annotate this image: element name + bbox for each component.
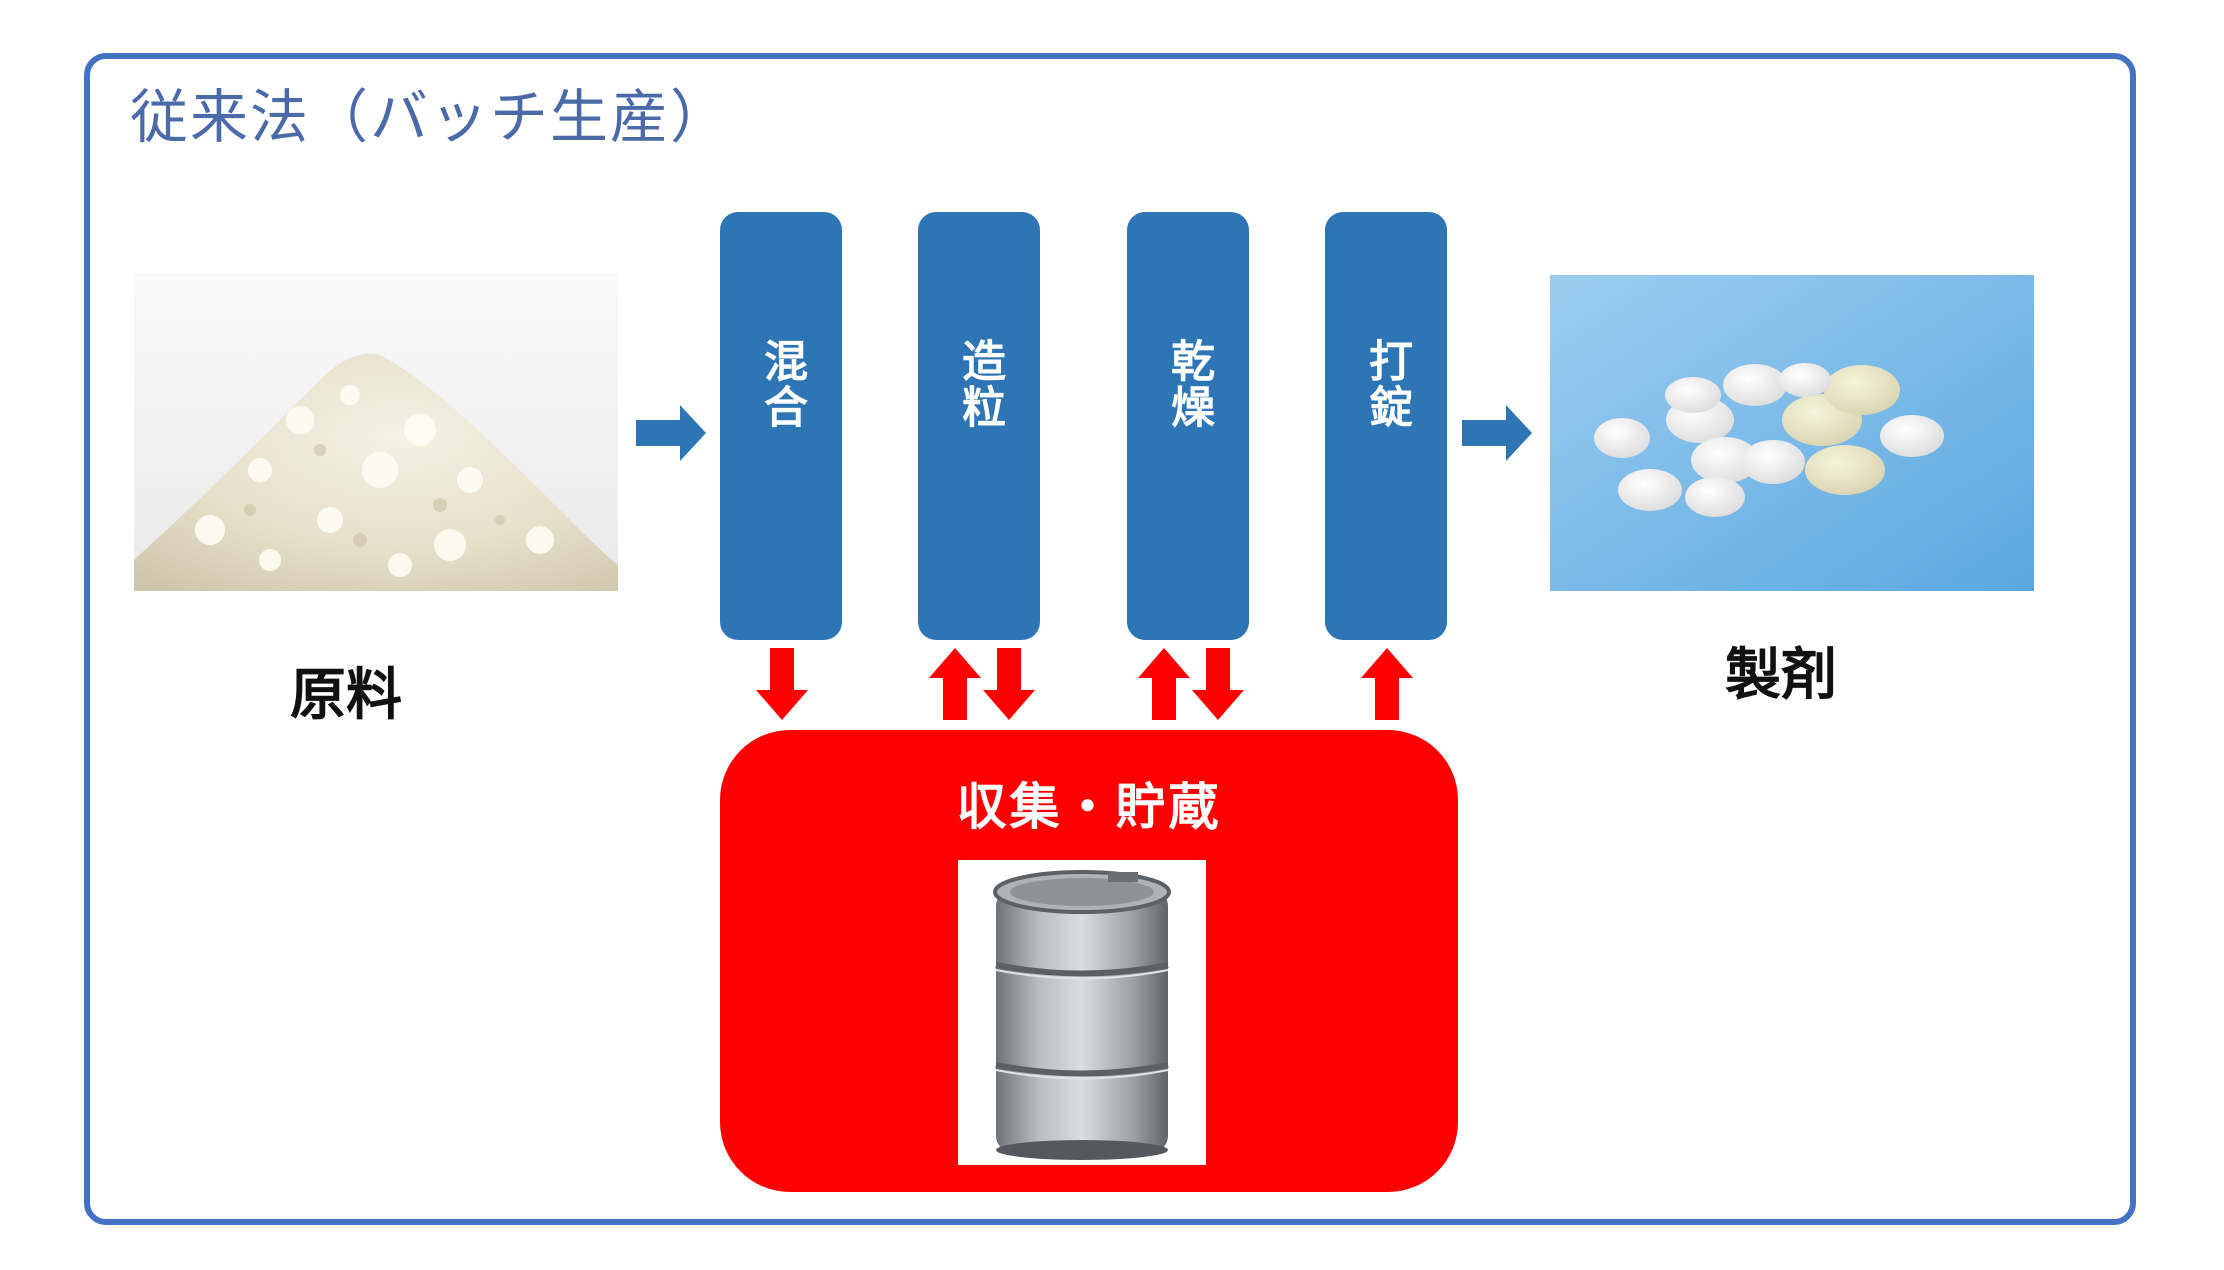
product-label: 製剤 (1725, 643, 1837, 708)
step-granulation: 造粒 (918, 212, 1040, 640)
step-tableting: 打錠 (1325, 212, 1447, 640)
step-label: 乾燥 (1163, 338, 1214, 430)
step-label: 造粒 (954, 338, 1005, 430)
storage-label: 収集・貯蔵 (956, 778, 1222, 836)
storage-box: 収集・貯蔵 (720, 730, 1458, 1192)
step-label: 打錠 (1361, 338, 1412, 430)
steel-drum-image (958, 860, 1206, 1165)
step-drying: 乾燥 (1127, 212, 1249, 640)
diagram-title: 従来法（バッチ生産） (130, 83, 731, 151)
step-mixing: 混合 (720, 212, 842, 640)
raw-material-label: 原料 (290, 663, 402, 728)
step-label: 混合 (756, 338, 807, 430)
